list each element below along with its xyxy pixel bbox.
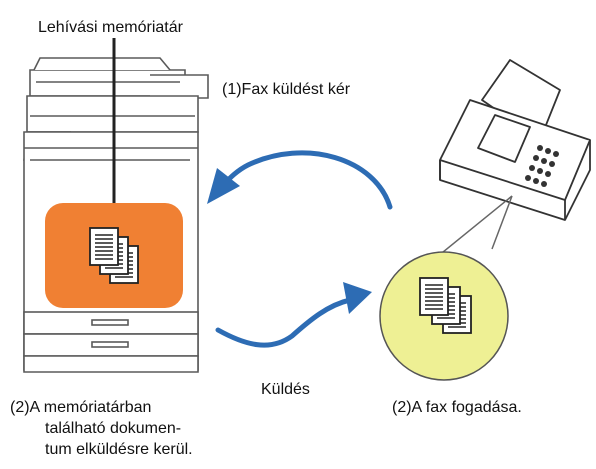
- fax-receive-label: (2)A fax fogadása.: [392, 399, 522, 416]
- fax-pointer-left: [431, 195, 513, 262]
- memory-doc-label-line3: tum elküldésre kerül.: [45, 441, 193, 458]
- memory-doc-label-line1: (2)A memóriatárban: [10, 399, 152, 416]
- fax-icon: [439, 59, 591, 221]
- fax-request-label: (1)Fax küldést kér: [222, 81, 351, 98]
- polling-memory-label: Lehívási memóriatár: [38, 19, 183, 36]
- sending-label: Küldés: [261, 381, 310, 398]
- fax-pointer-right: [491, 195, 513, 250]
- memory-doc-label-line2: található dokumen-: [45, 420, 182, 437]
- send-arrow: [215, 282, 372, 348]
- request-arrow: [207, 150, 393, 210]
